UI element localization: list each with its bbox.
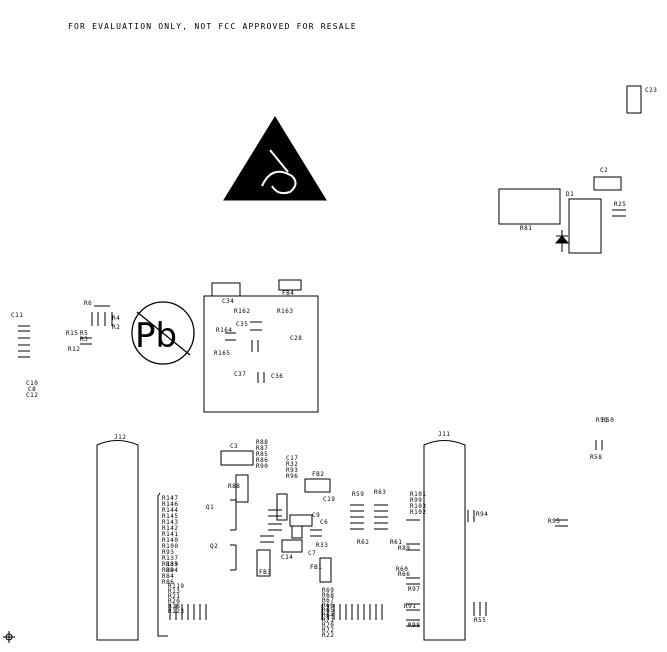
ref-r33: R33 [316,542,329,549]
ref-r58: R58 [590,454,603,461]
ref-r164: R164 [216,327,233,334]
connector-j11-label: J11 [438,431,451,438]
svg-text:Pb: Pb [135,316,177,356]
ref-r2: R2 [112,324,121,331]
ref-c3: C3 [230,443,239,450]
ref-r94: R94 [476,511,489,518]
ref-r12: R12 [68,346,81,353]
ref-r84: R84 [166,567,179,574]
ref-r98: R98 [408,622,421,629]
ref-fb2: FB2 [312,471,325,478]
pb-free-icon: Pb [131,301,195,365]
ref-r3: R3 [80,336,89,343]
ref-r25: R25 [614,201,627,208]
ref-d1: D1 [566,191,575,198]
ref-c10: C10 [26,380,39,387]
ref-c8: C8 [28,386,37,393]
ref-c23: C23 [645,87,658,94]
ref-r163: R163 [277,308,294,315]
ref-r91: R91 [404,603,417,610]
ref-r15: R15 [66,330,79,337]
connector-j12-label: J12 [114,434,127,441]
ref-r61: R61 [390,539,403,546]
ref-r95: R95 [548,518,561,525]
ref-c34: C34 [222,298,235,305]
ref-r89: R89 [398,545,411,552]
ref-r51: R51 [596,417,609,424]
ref-c37: C37 [234,371,247,378]
ref-r66: R66 [398,571,411,578]
ref-c36: C36 [271,373,284,380]
ref-c11: C11 [11,312,24,319]
ref-r4: R4 [112,315,121,322]
ref-r83: R83 [166,561,179,568]
ref-stack-bottom-left: R119 R13 R21 R20 R18 R123 [168,583,185,615]
ref-c12: C12 [26,392,39,399]
ref-r88: R88 [228,483,241,490]
ref-stack-right-mid: R101 R99 R103 R102 [410,491,427,516]
bottom-mid-resistors [321,604,383,620]
evaluation-notice: FOR EVALUATION ONLY, NOT FCC APPROVED FO… [68,22,357,31]
ref-r162: R162 [234,308,251,315]
ref-c9: C9 [312,512,321,519]
ref-fb4: FB4 [282,290,295,297]
ref-r50: R50 [602,417,615,424]
ref-r55: R55 [474,617,487,624]
ref-r97: R97 [408,586,421,593]
ref-c7: C7 [308,550,317,557]
ref-c14: C14 [281,554,294,561]
ref-r62: R62 [357,539,370,546]
ref-r6: R6 [84,300,93,307]
ref-r63: R63 [374,489,387,496]
ref-c35: C35 [236,321,249,328]
ref-q1: Q1 [206,504,215,511]
ref-c6: C6 [320,519,329,526]
ref-q2: Q2 [210,543,219,550]
ref-r5: R5 [80,330,89,337]
bottom-left-resistors [169,604,207,620]
ref-r60: R60 [396,566,409,573]
ref-stack-center-right: C17 R32 R93 R96 [286,455,299,480]
ref-fb3: FB3 [259,569,272,576]
ref-stack-bottom-mid: R69 R68 R67 R66 R65 R64 R71 R70 R72 R22 [322,587,335,639]
esd-warning-icon [223,116,327,201]
ref-r81: R81 [520,225,533,232]
ref-c28: C28 [290,335,303,342]
ref-c2: C2 [600,167,609,174]
ref-r165: R165 [214,350,231,357]
ref-stack-left-column: R147 R146 R144 R145 R143 R142 R141 R140 … [162,495,179,586]
ref-r59: R59 [352,491,365,498]
ref-c19: C19 [323,496,336,503]
ref-stack-center-top: R88 R87 R85 R86 R90 [256,439,269,470]
ref-fb1: FB1 [310,564,323,571]
